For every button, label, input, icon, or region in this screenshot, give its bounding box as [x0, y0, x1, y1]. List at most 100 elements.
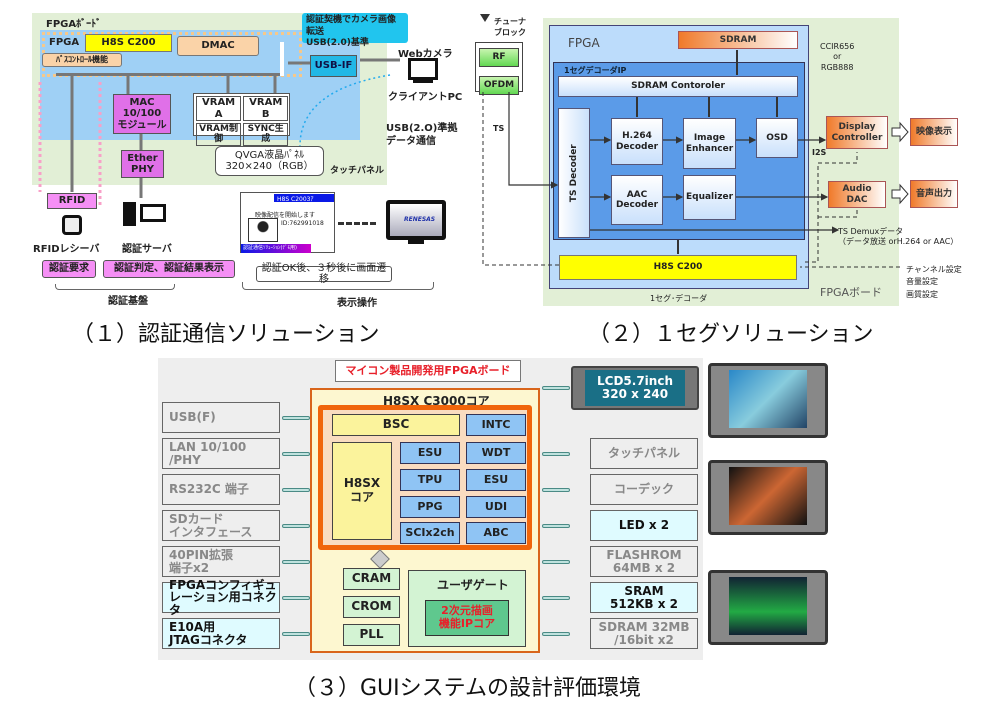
- right-peripheral: タッチパネル: [590, 438, 698, 469]
- right-peripheral: コーデック: [590, 474, 698, 505]
- peripheral-label: 512KB x 2: [610, 596, 678, 611]
- peripheral-label: 64MB x 2: [612, 560, 676, 575]
- h8sx-l2: コア: [349, 490, 374, 504]
- vram-b: VRAM B: [243, 96, 292, 121]
- lcd-line2: 320×240（RGB）: [225, 161, 314, 172]
- callout-line1: 認証契機でカメラ画像転送: [306, 15, 397, 37]
- peripheral-label: SDカード: [169, 511, 224, 526]
- tuner-label: チューナブロック: [494, 16, 526, 38]
- settings-labels: チャンネル設定音量設定画質設定: [906, 264, 962, 301]
- system-bus: [56, 73, 284, 76]
- pc-icon: [408, 58, 438, 80]
- usb-comm-line1: USB(2.O)準拠: [386, 123, 458, 134]
- core-title: H8SX C3000コア: [383, 394, 490, 408]
- quality-setting: 画質設定: [906, 289, 938, 299]
- vram-control: VRAM制御: [196, 123, 242, 146]
- demo-photo-1: [708, 363, 828, 438]
- peripheral-label: SRAM: [624, 583, 664, 598]
- left-peripheral: RS232C 端子: [162, 474, 280, 505]
- module-scix2ch: SCIx2ch: [400, 522, 460, 544]
- peripheral-label: E10A用: [169, 619, 216, 634]
- connector: [542, 596, 570, 600]
- peripheral-label: タッチパネル: [607, 446, 680, 461]
- enh-l2: Enhancer: [685, 143, 734, 154]
- mac-line1: MAC: [129, 96, 155, 108]
- lcd-l2: 320 x 240: [601, 387, 669, 401]
- client-pc-label: クライアントPC: [388, 92, 463, 103]
- screen-footer: 認証通信ｿﾘｭｰｼｮﾝ(ﾃﾞﾓ用): [241, 244, 311, 253]
- display-brace: [242, 282, 434, 290]
- caption-3: （３）GUIシステムの設計評価環境: [294, 676, 641, 701]
- module-esu: ESU: [466, 469, 526, 491]
- antenna-icon: [480, 14, 490, 22]
- pc-stand-icon: [413, 80, 433, 83]
- peripheral-label: レーション用コネクタ: [169, 590, 277, 617]
- peripheral-label: USB(F): [169, 410, 216, 425]
- peripheral-label: コーデック: [613, 482, 674, 497]
- callout-line2: USB(2.0)基準: [306, 38, 369, 49]
- screen-msg: 映像配信を開始します: [255, 212, 316, 219]
- screen-title: H8S C2003ｱ: [274, 194, 334, 203]
- board-label: FPGAﾎﾞｰﾄﾞ: [46, 19, 102, 30]
- mac-line2: 10/100: [122, 108, 162, 120]
- caption-1: （１）認証通信ソリューション: [72, 322, 380, 347]
- i2s-label: I2S: [812, 148, 827, 157]
- left-peripheral: SDカードインタフェース: [162, 510, 280, 541]
- connector: [282, 632, 310, 636]
- ccir-l2: or: [833, 52, 842, 62]
- decoder-label: 1セグ･デコーダ: [650, 294, 708, 303]
- webcam-label: Webカメラ: [398, 49, 453, 60]
- aac-l1: AAC: [626, 189, 648, 200]
- connector: [542, 452, 570, 456]
- display-op-label: 表示操作: [337, 298, 377, 309]
- connector: [282, 488, 310, 492]
- auth-server-label: 認証サーバ: [122, 244, 172, 255]
- monitor-icon: RENESAS: [386, 200, 446, 240]
- board2-label: FPGAボード: [820, 286, 883, 299]
- ccir-l3: RGB888: [820, 62, 854, 72]
- connector: [542, 386, 570, 390]
- dmac: DMAC: [177, 36, 259, 56]
- ofdm: OFDM: [479, 76, 519, 95]
- left-peripheral: 40PIN拡張端子x2: [162, 546, 280, 577]
- peripheral-label: JTAGコネクタ: [169, 632, 248, 647]
- touch-panel-label: タッチパネル: [330, 166, 385, 176]
- aac-l2: Decoder: [615, 200, 659, 210]
- cpu2-h8s-c200: H8S C200: [559, 255, 797, 280]
- panel3-title: マイコン製品開発用FPGAボード: [335, 360, 521, 382]
- rf: RF: [479, 48, 519, 67]
- module-ppg: PPG: [400, 496, 460, 518]
- caption-2: （２）１セグソリューション: [588, 322, 874, 347]
- lcd-line1: QVGA液晶ﾊﾟﾈﾙ: [234, 149, 305, 161]
- auth-request: 認証要求: [42, 260, 96, 278]
- peripheral-label: 端子x2: [169, 560, 210, 575]
- right-peripheral: LED x 2: [590, 510, 698, 541]
- ts-decoder: TS Decoder: [558, 108, 590, 238]
- equalizer: Equalizer: [683, 175, 736, 220]
- connector: [542, 488, 570, 492]
- peripheral-label: RS232C 端子: [169, 482, 249, 497]
- connector: [282, 452, 310, 456]
- audio-output: 音声出力: [910, 180, 958, 208]
- connector: [282, 596, 310, 600]
- peripheral-label: LAN 10/100: [169, 439, 247, 454]
- sync-gen: SYNC生成: [243, 123, 289, 146]
- screen-mock: H8S C2003ｱ 映像配信を開始します ID:762991018 認証通信ｿ…: [240, 192, 335, 253]
- usb-comm-line2: データ通信: [386, 136, 436, 147]
- server-monitor-icon: [140, 204, 166, 222]
- cram: CRAM: [343, 568, 400, 590]
- h264-l1: H.264: [622, 131, 652, 142]
- decoder-ip-label: 1セグデコーダIP: [564, 66, 627, 75]
- peripheral-label: SDRAM 32MB: [598, 619, 690, 634]
- left-peripheral: USB(F): [162, 402, 280, 433]
- connector: [282, 560, 310, 564]
